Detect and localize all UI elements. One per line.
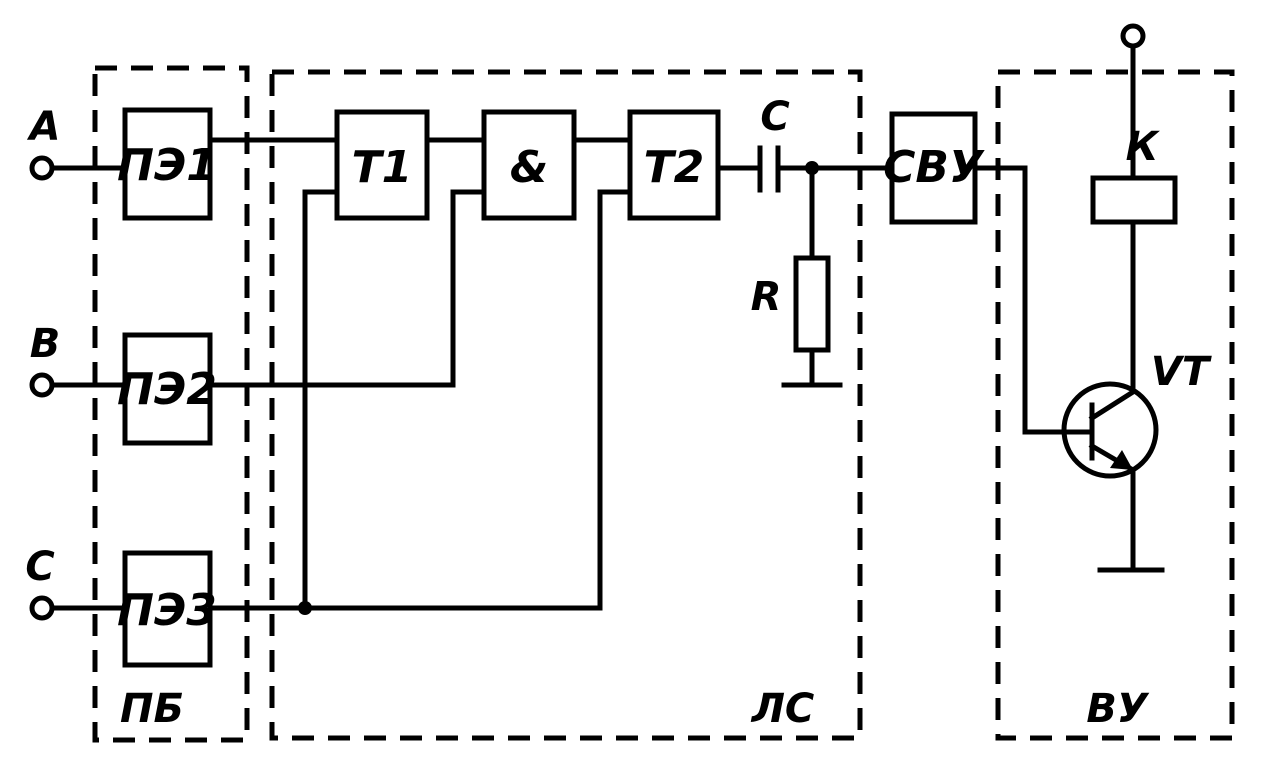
label-transistor: VT <box>1151 349 1212 395</box>
junction-dot-c <box>298 601 312 615</box>
group-pb-frame <box>92 65 250 743</box>
label-group-ls: ЛС <box>751 686 815 732</box>
block-pe1 <box>122 107 213 221</box>
label-input-c: C <box>25 544 54 590</box>
group-vu-frame <box>995 69 1235 741</box>
label-t1: Т1 <box>352 142 413 193</box>
wire-pe2-and <box>207 189 487 388</box>
wire-svu-base <box>972 165 1065 435</box>
transistor-emitter-arrow-icon <box>1110 450 1133 470</box>
block-t1 <box>334 109 430 221</box>
label-and: & <box>510 142 548 193</box>
junction-dot-r <box>805 161 819 175</box>
group-ls-frame <box>269 69 863 741</box>
label-resistor: R <box>751 274 782 320</box>
transistor-collector-lead <box>1088 388 1137 422</box>
label-t2: Т2 <box>644 142 705 193</box>
terminal-supply <box>1120 23 1146 49</box>
label-input-b: B <box>30 321 61 367</box>
terminal-a <box>29 155 55 181</box>
label-relay: К <box>1126 124 1161 170</box>
label-input-a: A <box>27 104 61 150</box>
block-pe2 <box>122 332 213 446</box>
block-svu <box>889 111 978 225</box>
label-pe3: ПЭ3 <box>117 585 217 636</box>
label-pe2: ПЭ2 <box>117 364 217 415</box>
label-capacitor: С <box>760 94 789 140</box>
terminal-b <box>29 372 55 398</box>
block-pe3 <box>122 550 213 668</box>
resistor-body <box>793 255 831 353</box>
label-svu: СВУ <box>883 142 985 193</box>
terminal-c <box>29 595 55 621</box>
wire-pe3-t1 <box>302 189 340 611</box>
block-t2 <box>627 109 721 221</box>
label-pe1: ПЭ1 <box>117 140 217 191</box>
label-group-pb: ПБ <box>120 686 184 732</box>
block-and <box>481 109 577 221</box>
label-group-vu: ВУ <box>1086 686 1149 732</box>
wire-pe3-t2 <box>207 189 633 611</box>
relay-coil <box>1090 175 1178 225</box>
